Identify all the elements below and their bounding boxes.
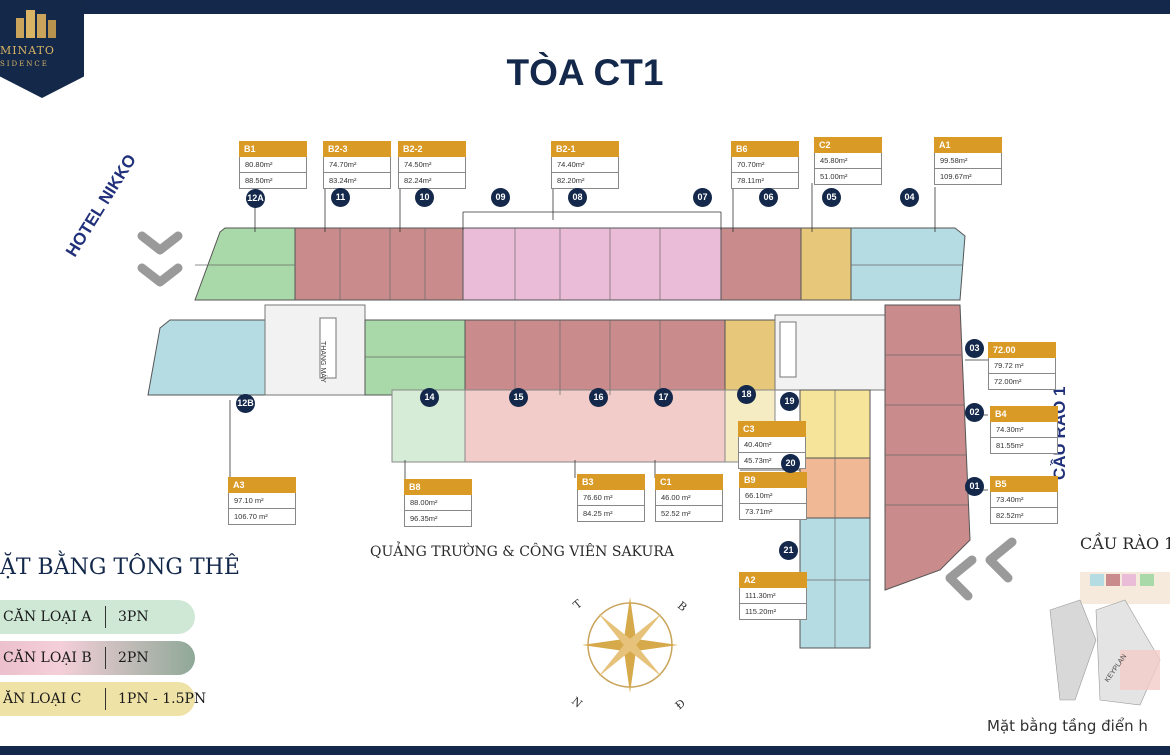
- brand-subtitle: SIDENCE: [0, 60, 49, 68]
- unit-06-badge[interactable]: 06: [759, 188, 778, 207]
- unit-19-badge[interactable]: 19: [780, 392, 799, 411]
- elevator-label-left: THANG MÁY: [319, 341, 328, 383]
- unit-07-badge[interactable]: 07: [693, 188, 712, 207]
- legend-type-c-label: ĂN LOẠI C: [3, 691, 82, 707]
- legend-type-b-rooms: 2PN: [118, 650, 149, 666]
- unit-10-badge[interactable]: 10: [415, 188, 434, 207]
- unit-05-badge[interactable]: 05: [822, 188, 841, 207]
- keyplan-map: [1049, 572, 1170, 706]
- chevron-left-icon: [945, 537, 1017, 601]
- top-bar: [0, 0, 1170, 14]
- unit-20-badge[interactable]: 20: [781, 454, 800, 473]
- building-icon: [16, 10, 56, 38]
- keyplan-title: CẦU RÀO 1: [1080, 534, 1170, 553]
- brand-logo: MINATO SIDENCE: [0, 0, 84, 98]
- unit-12a-badge[interactable]: 12A: [246, 189, 265, 208]
- legend-type-a: CĂN LOẠI A 3PN: [0, 600, 195, 634]
- unit-21-badge[interactable]: 21: [779, 541, 798, 560]
- unit-08-badge[interactable]: 08: [568, 188, 587, 207]
- unit-17-badge[interactable]: 17: [654, 388, 673, 407]
- legend-type-a-rooms: 3PN: [118, 609, 149, 625]
- unit-04-badge[interactable]: 04: [900, 188, 919, 207]
- unit-12b-badge[interactable]: 12B: [236, 394, 255, 413]
- bottom-bar: [0, 746, 1170, 755]
- brand-name: MINATO: [0, 44, 55, 57]
- legend-divider: [105, 606, 106, 628]
- page-title: TÒA CT1: [506, 52, 664, 93]
- unit-03-badge[interactable]: 03: [965, 339, 984, 358]
- legend-type-c: ĂN LOẠI C 1PN - 1.5PN: [0, 682, 206, 716]
- plaza-label: QUẢNG TRƯỜNG & CÔNG VIÊN SAKURA: [370, 544, 674, 560]
- unit-18-badge[interactable]: 18: [737, 385, 756, 404]
- legend-divider: [105, 647, 106, 669]
- compass-icon: [582, 597, 678, 693]
- unit-09-badge[interactable]: 09: [491, 188, 510, 207]
- legend-type-b: CĂN LOẠI B 2PN: [0, 641, 195, 675]
- unit-01-badge[interactable]: 01: [965, 477, 984, 496]
- legend-type-c-rooms: 1PN - 1.5PN: [118, 691, 207, 707]
- keyplan-caption: Mặt bằng tầng điển h: [987, 717, 1148, 735]
- unit-11-badge[interactable]: 11: [331, 188, 350, 207]
- unit-14-badge[interactable]: 14: [420, 388, 439, 407]
- chevron-down-icon: [137, 231, 183, 287]
- legend-type-b-label: CĂN LOẠI B: [3, 650, 92, 666]
- unit-16-badge[interactable]: 16: [589, 388, 608, 407]
- legend-type-a-label: CĂN LOẠI A: [3, 609, 92, 625]
- legend-title: ẶT BẰNG TÔNG THÊ: [0, 555, 240, 580]
- legend-divider: [105, 688, 106, 710]
- unit-02-badge[interactable]: 02: [965, 403, 984, 422]
- unit-15-badge[interactable]: 15: [509, 388, 528, 407]
